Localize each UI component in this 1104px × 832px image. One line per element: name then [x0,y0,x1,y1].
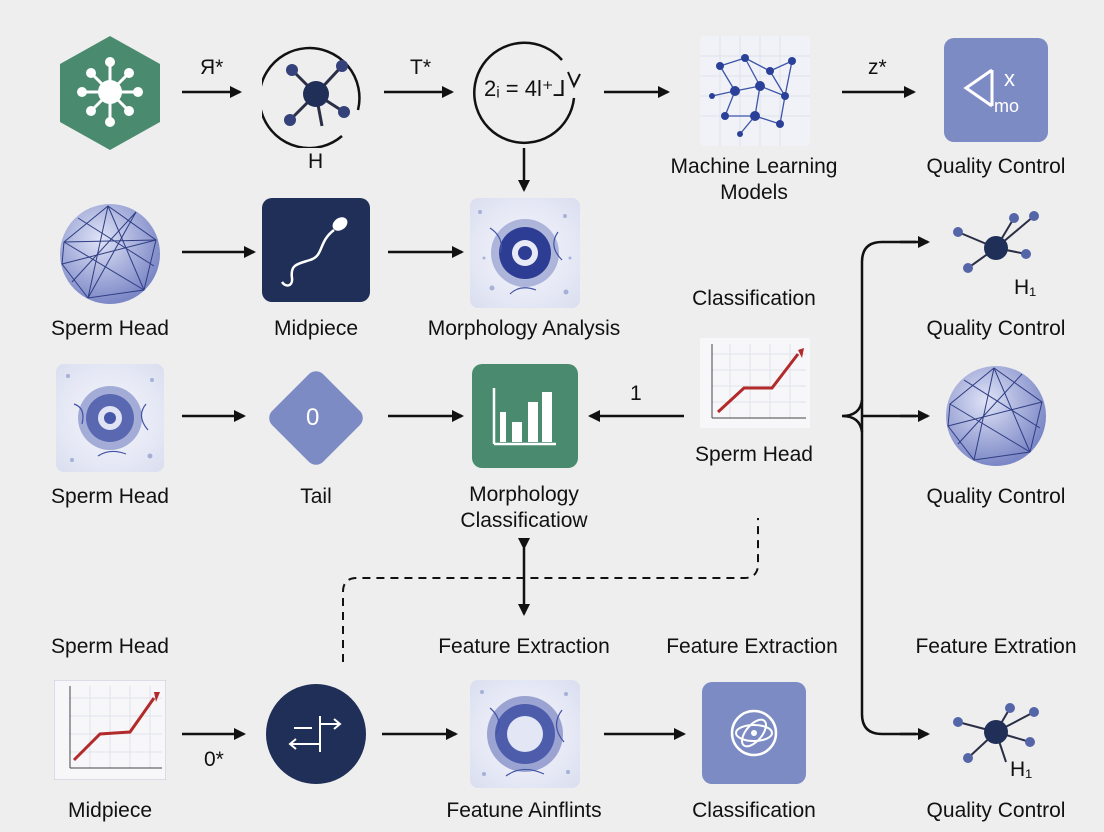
t-star-label: T* [410,56,431,79]
r-star-label: Я* [200,56,224,79]
sperm-head-r2-label: Sperm Head [51,317,169,340]
midpiece-r2-label: Midpiece [273,317,359,340]
sperm-icon [262,198,370,302]
line-chart-icon [53,679,167,781]
molecule-hexagon-icon [58,34,162,152]
feature-extration-label: Feature Extration [915,635,1077,658]
midpiece-bottom-label: Midpiece [67,799,153,822]
sperm-head-r4-label: Sperm Head [51,635,169,658]
bracket-connector [860,240,916,736]
quality-control-r2-label: Quality Control [926,317,1066,340]
routing-circle-icon [264,682,368,786]
sphere-mesh-icon [58,202,162,306]
molecule-circle-icon [258,40,370,150]
one-label: 1 [630,382,642,405]
quality-control-icon: x mo [944,38,1048,142]
machine-learning-models-label: Machine Learning Models [670,155,838,205]
cell-micrograph-icon [470,198,580,308]
molecule-icon [944,206,1048,278]
diamond-zero-glyph: 0 [306,404,320,431]
h1-r2-label: H₁ [1014,276,1037,299]
equation-label: 2ᵢ = 4l⁺⅃ [484,76,566,101]
network-graph-icon [700,36,810,146]
feature-extraction-1-label: Feature Extraction [438,635,610,658]
diamond-zero-icon: 0 [258,360,374,476]
sperm-head-r3-right-label: Sperm Head [695,443,813,466]
bar-chart-icon [472,364,578,468]
qc-icon-mo: mo [994,96,1020,116]
qc-icon-x: x [1004,66,1015,91]
molecule-icon [944,702,1048,774]
morphology-classification-label: Morphology Classificatiow [460,483,588,533]
dashed-connector [342,518,759,662]
orbit-icon [702,682,806,784]
h-label: H [308,150,324,173]
h1-bottom-label: H₁ [1010,758,1033,781]
quality-control-r3-label: Quality Control [926,485,1066,508]
sperm-head-r3-left-label: Sperm Head [51,485,169,508]
sphere-mesh-icon [944,364,1048,468]
classification-bottom-label: Classification [692,799,816,822]
quality-control-bottom-label: Quality Control [926,799,1066,822]
feature-extraction-2-label: Feature Extraction [666,635,838,658]
featune-ainflints-label: Featune Ainflints [446,799,602,822]
z-star-label: z* [868,56,887,79]
tail-label: Tail [300,485,332,508]
zero-star-label: 0* [204,748,224,771]
cell-micrograph-icon [470,680,580,788]
cell-micrograph-icon [56,364,164,472]
classification-r2-label: Classification [692,287,816,310]
quality-control-top-label: Quality Control [926,155,1066,178]
line-chart-icon [700,338,810,428]
morphology-analysis-label: Morphology Analysis [427,317,621,340]
equation-circle-icon [470,38,582,150]
